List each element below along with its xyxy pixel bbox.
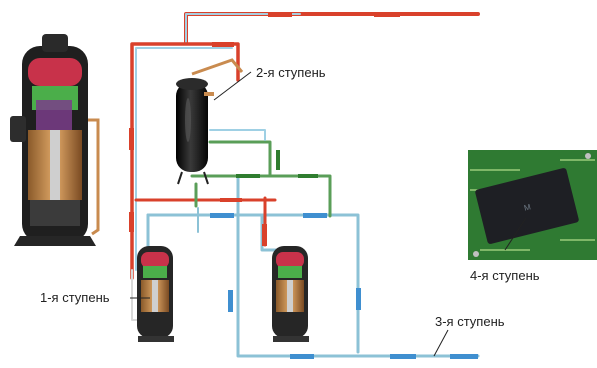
hot-discharge-line (186, 14, 478, 42)
large-compressor-cutaway (10, 34, 98, 246)
stage3-label: 3-я ступень (435, 314, 505, 329)
stage2-label: 2-я ступень (256, 65, 326, 80)
stage4-label: 4-я ступень (470, 268, 540, 283)
inverter-chip-pcb: M (468, 150, 597, 260)
compressor-stage1-left (137, 246, 174, 342)
stage1-label: 1-я ступень (40, 290, 110, 305)
suction-line-green (192, 176, 330, 216)
compressor-stage1-right (272, 246, 309, 342)
receiver-tank (176, 60, 242, 184)
header-line-cold (148, 215, 358, 352)
